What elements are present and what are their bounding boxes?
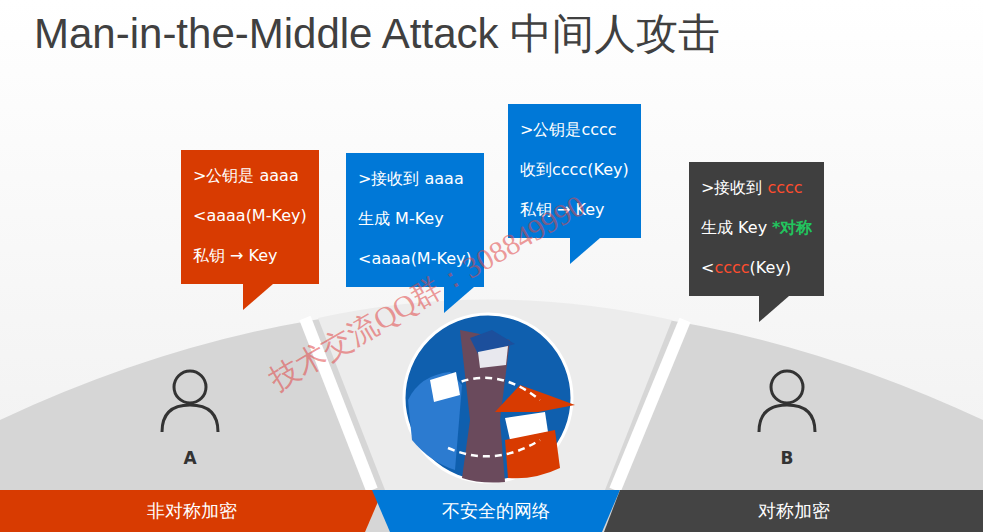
bubble-text: >公钥是cccc [520,120,617,139]
bubble-text: (Key) [750,258,792,277]
bubble-line: <cccc(Key) [701,248,812,288]
person-label: A [183,448,196,468]
person-label: B [781,448,794,468]
bubble-tail [570,238,600,264]
diagram-title: Man-in-the-Middle Attack 中间人攻击 [34,6,720,62]
bubble-tail [444,287,474,313]
bubble-line: 生成 Key *对称 [701,208,812,248]
bubble-line: >公钥是 aaaa [193,156,307,196]
band-label: 非对称加密 [147,499,237,523]
bubble-text: 收到cccc(Key) [520,160,629,179]
band-text: 对称加密 [604,490,983,532]
bubble-line: <aaaa(M-Key) [193,196,307,236]
bubble-text: cccc [714,258,749,277]
band-text: 不安全的网络 [372,490,620,532]
bubble-text: cccc [767,178,802,197]
section-band: 对称加密 [604,490,983,532]
speech-bubble: >接收到cccc生成 Key*对称<cccc(Key) [689,162,824,296]
bubble-text: 私钥 → Key [520,200,605,219]
bubble-line: <aaaa(M-Key) [358,239,472,279]
bubble-text: *对称 [772,218,812,237]
section-band: 非对称加密 [0,490,383,532]
bubble-line: >接收到 aaaa [358,159,472,199]
bubble-tail [759,296,789,322]
speech-bubble: >接收到 aaaa 生成 M-Key <aaaa(M-Key) [346,153,484,287]
bubble-line: >接收到 cccc [701,168,812,208]
band-text: 非对称加密 [0,490,383,532]
bubble-line: 私钥 → Key [520,190,629,230]
speech-bubble: >公钥是cccc 收到cccc(Key) 私钥 → Key [508,104,641,238]
bubble-text: >接收到 aaaa [358,169,464,188]
bubble-line: 收到cccc(Key) [520,150,629,190]
bubble-text: >接收到 [701,178,762,197]
bubble-text: 生成 Key [701,218,767,237]
bubble-text: <aaaa(M-Key) [358,249,472,268]
bubble-text: 私钥 → Key [193,246,278,265]
bubble-text: <aaaa(M-Key) [193,206,307,225]
band-label: 不安全的网络 [442,499,550,523]
bubble-tail [243,284,273,310]
section-band: 不安全的网络 [372,490,620,532]
speech-bubble: >公钥是 aaaa <aaaa(M-Key) 私钥 → Key [181,150,319,284]
bubble-line: >公钥是cccc [520,110,629,150]
bubble-line: 私钥 → Key [193,236,307,276]
band-label: 对称加密 [758,499,830,523]
bubble-text: 生成 M-Key [358,209,444,228]
bubble-text: < [701,258,714,277]
bubble-line: 生成 M-Key [358,199,472,239]
bubble-text: >公钥是 aaaa [193,166,299,185]
